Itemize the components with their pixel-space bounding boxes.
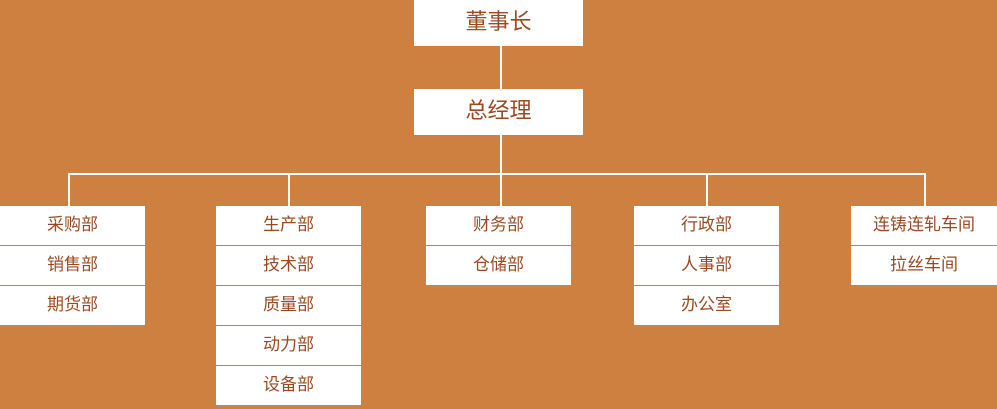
connector-horizontal-bus (68, 173, 926, 175)
connector-chairman-gm (500, 46, 502, 89)
department-node: 仓储部 (426, 246, 571, 285)
department-node: 连铸连轧车间 (851, 206, 997, 246)
department-node: 拉丝车间 (851, 246, 997, 285)
connector-drop-5 (924, 173, 926, 206)
department-group-4: 行政部 人事部 办公室 (634, 206, 779, 325)
department-node: 生产部 (216, 206, 361, 246)
department-node: 技术部 (216, 246, 361, 286)
department-node: 行政部 (634, 206, 779, 246)
department-node: 期货部 (0, 286, 145, 325)
department-node: 财务部 (426, 206, 571, 246)
department-node: 质量部 (216, 286, 361, 326)
department-group-1: 采购部 销售部 期货部 (0, 206, 145, 325)
connector-drop-4 (706, 173, 708, 206)
department-node: 销售部 (0, 246, 145, 286)
connector-drop-3 (500, 173, 502, 206)
department-node: 办公室 (634, 286, 779, 325)
connector-drop-1 (68, 173, 70, 206)
department-node: 动力部 (216, 326, 361, 366)
department-group-5: 连铸连轧车间 拉丝车间 (851, 206, 997, 285)
department-node: 采购部 (0, 206, 145, 246)
department-node: 人事部 (634, 246, 779, 286)
chairman-node: 董事长 (414, 0, 583, 46)
connector-drop-2 (288, 173, 290, 206)
department-group-3: 财务部 仓储部 (426, 206, 571, 285)
department-group-2: 生产部 技术部 质量部 动力部 设备部 (216, 206, 361, 405)
general-manager-node: 总经理 (414, 89, 583, 135)
connector-gm-bus (500, 135, 502, 174)
department-node: 设备部 (216, 366, 361, 405)
